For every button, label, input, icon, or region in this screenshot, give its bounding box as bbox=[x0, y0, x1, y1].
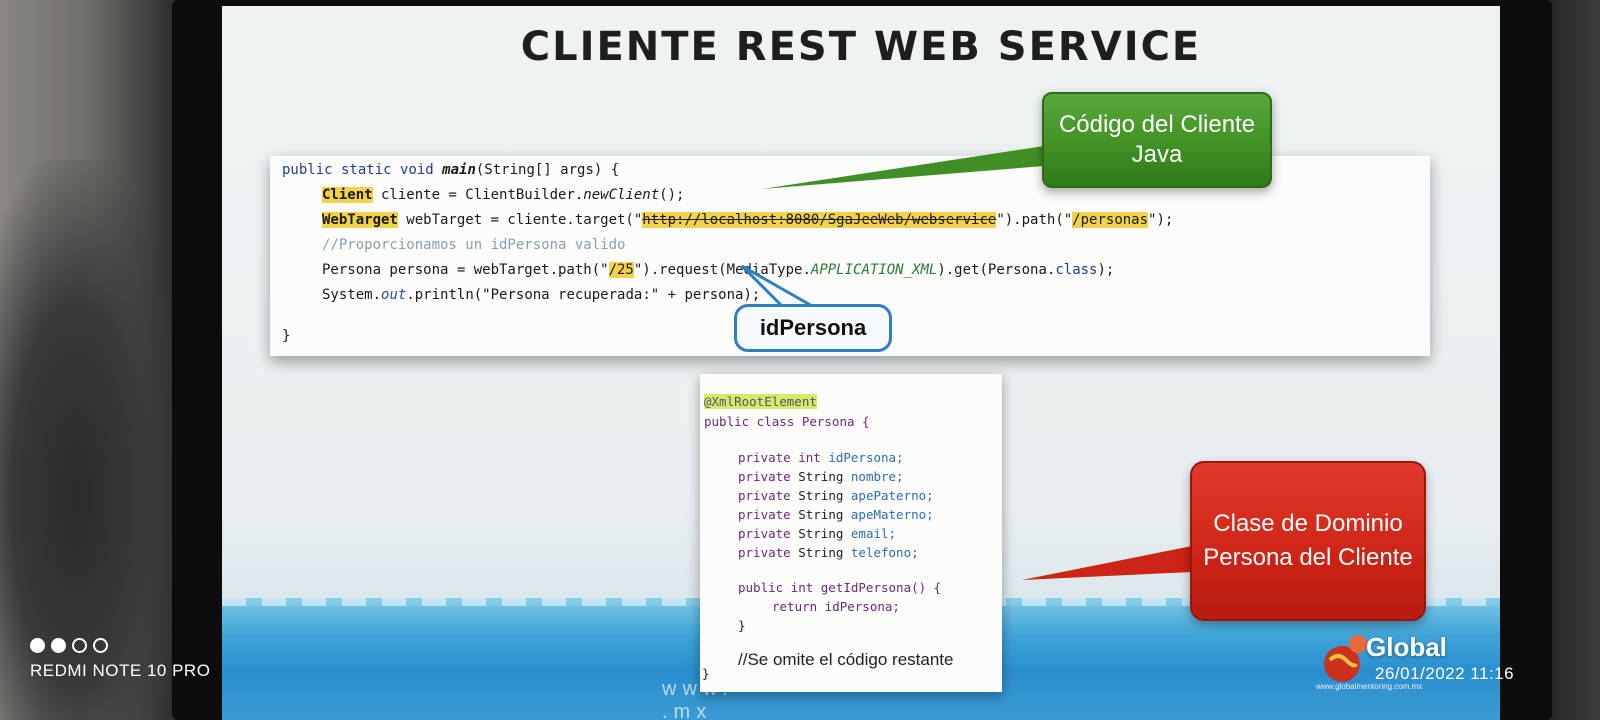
field-name: apePaterno; bbox=[850, 488, 934, 503]
globe-icon bbox=[1324, 635, 1367, 682]
field-type: String bbox=[798, 507, 844, 522]
class-close: } bbox=[702, 666, 710, 681]
code-const-xml: APPLICATION_XML bbox=[810, 262, 938, 278]
code-text: ").request(MediaType. bbox=[633, 262, 811, 278]
code-line-6: System.out.println("Persona recuperada:"… bbox=[322, 287, 760, 303]
code-text: "); bbox=[1148, 212, 1174, 228]
dot-icon bbox=[51, 638, 66, 653]
dot-icon bbox=[30, 638, 45, 653]
logo-url: www.globalmentoring.com.mx bbox=[1316, 682, 1423, 691]
code-args: (String[] args) { bbox=[475, 162, 620, 178]
code-method-newclient: newClient bbox=[583, 187, 660, 203]
code-id-25: /25 bbox=[608, 262, 634, 278]
code-text: System. bbox=[322, 287, 382, 303]
slide-title: CLIENTE REST WEB SERVICE bbox=[520, 24, 1202, 70]
code-text: ); bbox=[1097, 262, 1115, 278]
getter-return: return idPersona; bbox=[772, 599, 900, 614]
field-row: private int idPersona; bbox=[738, 450, 904, 465]
watermark-dots bbox=[30, 638, 210, 653]
getter-signature: public int getIdPersona() { bbox=[738, 580, 942, 595]
field-modifier: private bbox=[738, 507, 791, 522]
field-type: String bbox=[798, 469, 844, 484]
code-type-client: Client bbox=[322, 187, 373, 203]
field-type: String bbox=[798, 488, 844, 503]
device-model: REDMI NOTE 10 PRO bbox=[30, 661, 211, 680]
code-line-4-comment: //Proporcionamos un idPersona valido bbox=[322, 237, 626, 253]
code-text: ).get(Persona. bbox=[937, 262, 1056, 278]
callout-idpersona: idPersona bbox=[734, 304, 892, 352]
code-line-5: Persona persona = webTarget.path("/25").… bbox=[322, 262, 1114, 278]
field-modifier: private bbox=[738, 450, 791, 465]
field-modifier: private bbox=[738, 488, 791, 503]
field-name: idPersona; bbox=[828, 450, 904, 465]
code-text: cliente = ClientBuilder. bbox=[372, 187, 584, 203]
logo-brand: Global bbox=[1366, 632, 1447, 662]
persona-class-block: @XmlRootElement public class Persona { p… bbox=[700, 374, 1002, 692]
field-modifier: private bbox=[738, 526, 791, 541]
field-type: int bbox=[798, 450, 821, 465]
code-text: webTarget = cliente.target(" bbox=[397, 212, 643, 228]
code-line-1: public static void main(String[] args) { bbox=[282, 162, 619, 178]
field-type: String bbox=[798, 545, 844, 560]
code-text: ").path(" bbox=[996, 212, 1073, 228]
getter-close: } bbox=[738, 618, 746, 633]
code-keywords: public static void bbox=[282, 162, 443, 178]
presentation-slide: www..mx CLIENTE REST WEB SERVICE public … bbox=[222, 6, 1500, 720]
room-shadow bbox=[0, 160, 190, 720]
photo-timestamp: 26/01/2022 11:16 bbox=[1375, 664, 1515, 683]
field-row: private String apeMaterno; bbox=[738, 507, 934, 522]
code-line-3: WebTarget webTarget = cliente.target("ht… bbox=[322, 212, 1173, 228]
callout-clase-dominio: Clase de Dominio Persona del Cliente bbox=[1190, 461, 1426, 621]
field-name: telefono; bbox=[850, 545, 919, 560]
code-line-7: } bbox=[282, 328, 291, 344]
field-name: apeMaterno; bbox=[850, 507, 934, 522]
field-row: private String email; bbox=[738, 526, 896, 541]
code-method-main: main bbox=[442, 162, 476, 178]
field-row: private String apePaterno; bbox=[738, 488, 934, 503]
code-kw-class: class bbox=[1055, 262, 1098, 278]
dot-icon bbox=[72, 638, 87, 653]
code-field-out: out bbox=[381, 287, 407, 303]
code-text: (); bbox=[659, 187, 685, 203]
field-modifier: private bbox=[738, 545, 791, 560]
class-annotation: @XmlRootElement bbox=[704, 394, 817, 409]
dot-icon bbox=[93, 638, 108, 653]
omitted-code-note: //Se omite el código restante bbox=[738, 650, 954, 669]
field-modifier: private bbox=[738, 469, 791, 484]
class-declaration: public class Persona { bbox=[704, 414, 870, 429]
field-name: nombre; bbox=[850, 469, 904, 484]
field-row: private String telefono; bbox=[738, 545, 919, 560]
getter-body: return idPersona; bbox=[772, 599, 900, 614]
callout-codigo-cliente-java: Código del Cliente Java bbox=[1042, 92, 1272, 188]
code-url: http://localhost:8080/SgaJeeWeb/webservi… bbox=[642, 212, 997, 228]
code-text: .println("Persona recuperada:" + persona… bbox=[406, 287, 761, 303]
code-path-personas: /personas bbox=[1072, 212, 1149, 228]
camera-watermark: REDMI NOTE 10 PRO bbox=[30, 638, 210, 681]
code-text: Persona persona = webTarget.path(" bbox=[322, 262, 609, 278]
field-type: String bbox=[798, 526, 844, 541]
field-row: private String nombre; bbox=[738, 469, 904, 484]
red-callout-pointer bbox=[1022, 546, 1192, 580]
footer-url-right: .mx bbox=[662, 701, 713, 720]
global-mentoring-logo: Global www.globalmentoring.com.mx bbox=[1316, 626, 1468, 696]
field-name: email; bbox=[850, 526, 897, 541]
code-line-2: Client cliente = ClientBuilder.newClient… bbox=[322, 187, 684, 203]
code-type-webtarget: WebTarget bbox=[322, 212, 398, 228]
